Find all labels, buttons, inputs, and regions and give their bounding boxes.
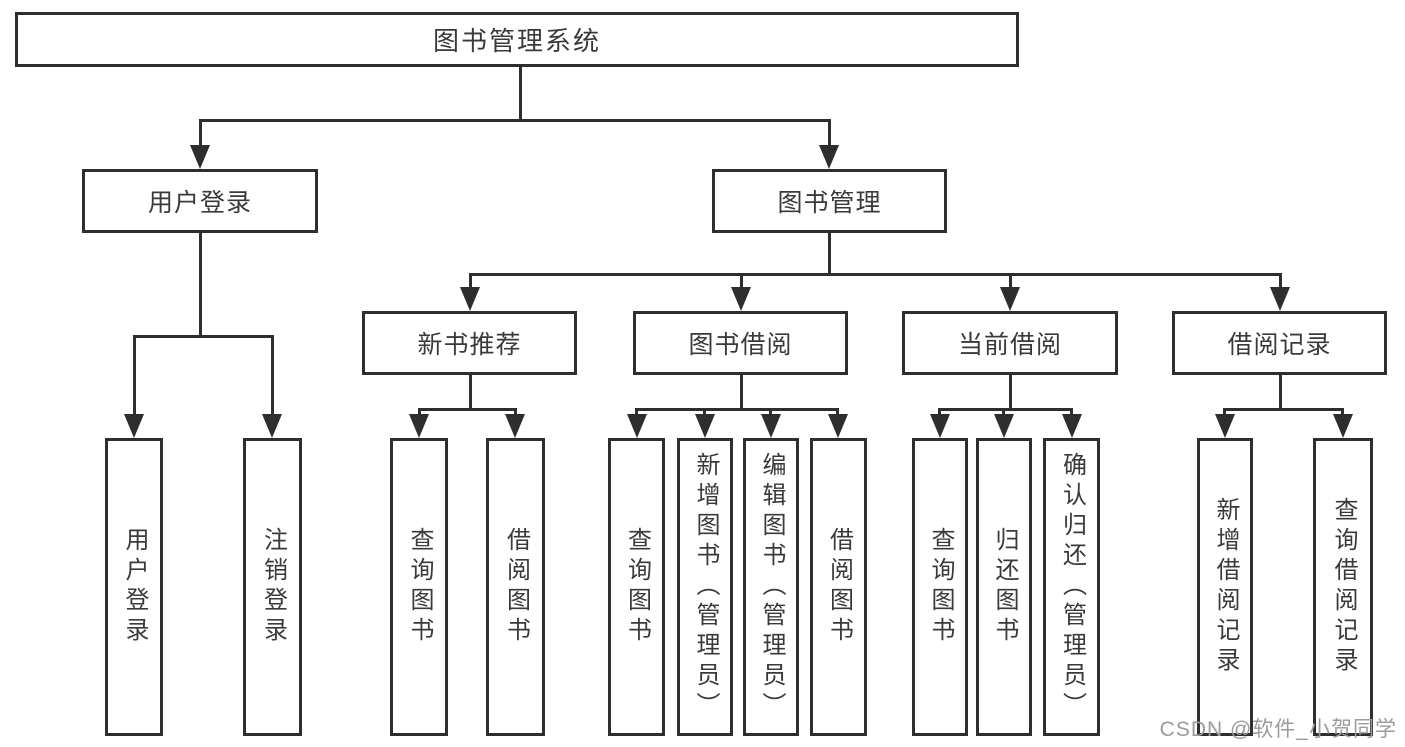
- node-label: 图书管理: [777, 189, 882, 217]
- connector-leaf-drop: [1341, 408, 1344, 414]
- connector-level3-drop: [469, 273, 472, 287]
- node-label: 新书推荐: [417, 331, 522, 359]
- connector-leaf-drop: [769, 408, 772, 414]
- connector-user-login-drop: [199, 119, 202, 145]
- down-arrowhead-icon: [409, 414, 429, 438]
- node-current-borrowing: 当前借阅: [902, 311, 1118, 375]
- down-arrowhead-icon: [819, 145, 839, 169]
- connector-leaf-drop: [1002, 408, 1005, 414]
- connector-current-bar: [938, 408, 1073, 411]
- down-arrowhead-icon: [1215, 414, 1235, 438]
- down-arrowhead-icon: [124, 414, 144, 438]
- down-arrowhead-icon: [460, 287, 480, 311]
- connector-leaf-drop: [635, 408, 638, 414]
- down-arrowhead-icon: [695, 414, 715, 438]
- node-label: 新增借阅记录: [1212, 497, 1239, 677]
- node-label: 图书管理系统: [432, 26, 601, 56]
- node-label: 查询借阅记录: [1330, 497, 1357, 677]
- down-arrowhead-icon: [505, 414, 525, 438]
- node-label: 借阅图书: [502, 527, 530, 647]
- down-arrowhead-icon: [1270, 287, 1290, 311]
- leaf-query-books-recommendation: 查询图书: [390, 438, 448, 736]
- node-label: 用户登录: [121, 527, 148, 647]
- node-label: 查询图书: [406, 527, 433, 647]
- leaf-edit-book-admin: 编辑图书（管理员）: [743, 438, 799, 736]
- connector-level3-bar: [469, 273, 1282, 276]
- connector-current-stem: [1009, 375, 1012, 411]
- down-arrowhead-icon: [828, 414, 848, 438]
- node-label: 查询图书: [927, 527, 954, 647]
- leaf-add-borrow-record: 新增借阅记录: [1197, 438, 1253, 736]
- connector-book-management-drop: [828, 119, 831, 145]
- leaf-confirm-return-admin: 确认归还（管理员）: [1043, 438, 1100, 736]
- watermark: CSDN @软件_小贺同学: [1159, 718, 1397, 741]
- down-arrowhead-icon: [627, 414, 647, 438]
- connector-user-login-stem: [199, 233, 202, 335]
- connector-level3-drop: [1009, 273, 1012, 287]
- down-arrowhead-icon: [1333, 414, 1353, 438]
- connector-user-login-bar: [133, 335, 274, 338]
- connector-leaf-drop: [836, 408, 839, 414]
- down-arrowhead-icon: [761, 414, 781, 438]
- node-label: 确认归还（管理员）: [1058, 452, 1086, 722]
- node-book-management: 图书管理: [712, 169, 947, 233]
- connector-borrowing-stem: [740, 375, 743, 411]
- connector-leaf-drop: [133, 335, 136, 414]
- leaf-return-book: 归还图书: [976, 438, 1032, 736]
- node-label: 归还图书: [991, 527, 1018, 647]
- node-label: 借阅记录: [1227, 331, 1332, 359]
- node-user-login: 用户登录: [82, 169, 318, 233]
- node-label: 借阅图书: [825, 527, 853, 647]
- connector-leaf-drop: [938, 408, 941, 414]
- down-arrowhead-icon: [1062, 414, 1082, 438]
- leaf-user-login: 用户登录: [105, 438, 163, 736]
- leaf-borrow-books-recommendation: 借阅图书: [486, 438, 545, 736]
- connector-leaf-drop: [1070, 408, 1073, 414]
- connector-root-stem: [519, 67, 522, 122]
- leaf-logout: 注销登录: [243, 438, 302, 736]
- connector-leaf-drop: [271, 335, 274, 414]
- leaf-query-books-current: 查询图书: [912, 438, 968, 736]
- node-label: 当前借阅: [957, 331, 1062, 359]
- connector-recommendation-bar: [418, 408, 517, 411]
- connector-leaf-drop: [514, 408, 517, 414]
- node-library-management-system: 图书管理系统: [15, 12, 1019, 67]
- connector-recommendation-stem: [469, 375, 472, 411]
- down-arrowhead-icon: [262, 414, 282, 438]
- node-borrowing-records: 借阅记录: [1172, 311, 1387, 375]
- connector-book-management-stem: [828, 233, 831, 273]
- leaf-query-books-borrowing: 查询图书: [608, 438, 665, 736]
- down-arrowhead-icon: [190, 145, 210, 169]
- node-label: 新增图书（管理员）: [692, 452, 719, 722]
- node-book-borrowing: 图书借阅: [633, 311, 848, 375]
- leaf-query-borrow-record: 查询借阅记录: [1313, 438, 1373, 736]
- node-label: 注销登录: [259, 527, 287, 647]
- down-arrowhead-icon: [1000, 287, 1020, 311]
- node-label: 查询图书: [623, 527, 651, 647]
- connector-records-bar: [1223, 408, 1344, 411]
- leaf-add-book-admin: 新增图书（管理员）: [677, 438, 733, 736]
- down-arrowhead-icon: [731, 287, 751, 311]
- connector-level3-drop: [1279, 273, 1282, 287]
- connector-records-stem: [1279, 375, 1282, 411]
- leaf-borrow-books-borrowing: 借阅图书: [810, 438, 867, 736]
- connector-leaf-drop: [1223, 408, 1226, 414]
- node-new-book-recommendation: 新书推荐: [362, 311, 577, 375]
- connector-level1-bar: [199, 119, 831, 122]
- connector-leaf-drop: [418, 408, 421, 414]
- down-arrowhead-icon: [994, 414, 1014, 438]
- connector-level3-drop: [740, 273, 743, 287]
- connector-borrowing-bar: [635, 408, 839, 411]
- node-label: 编辑图书（管理员）: [758, 452, 785, 722]
- connector-leaf-drop: [703, 408, 706, 414]
- node-label: 图书借阅: [688, 331, 793, 359]
- node-label: 用户登录: [147, 189, 252, 217]
- down-arrowhead-icon: [930, 414, 950, 438]
